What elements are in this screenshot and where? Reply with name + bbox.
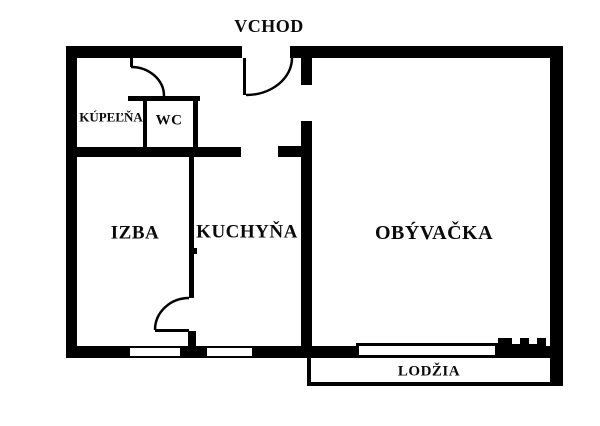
- entrance-door-arc: [245, 57, 294, 97]
- wall-loggia-right: [550, 358, 563, 386]
- room-label-wc: WC: [155, 112, 183, 129]
- window-kitchen: [207, 348, 252, 356]
- wall-right-exterior: [550, 46, 563, 358]
- wall-top-left-segment: [66, 46, 242, 58]
- wall-hall-bathroom-right: [278, 146, 304, 157]
- bathroom-door-leaf: [130, 58, 133, 67]
- wall-wc-left: [143, 101, 147, 147]
- wall-izba-kitchen-divider: [189, 157, 194, 298]
- balcony-door-notch-right: [529, 338, 537, 344]
- wall-loggia-left: [307, 358, 311, 386]
- room-label-loggia: LODŽIA: [397, 363, 461, 380]
- balcony-door-notch-left: [512, 338, 520, 344]
- divider-door-stop-notch: [192, 248, 197, 254]
- wall-wc-top: [128, 96, 200, 101]
- room-label-livingroom: OBÝVAČKA: [374, 222, 494, 244]
- izba-door-leaf: [155, 329, 189, 332]
- room-label-izba: IZBA: [110, 222, 160, 244]
- bathroom-door-arc: [130, 65, 166, 97]
- wall-izba-kitchen-divider-bottom-stub: [188, 331, 196, 346]
- izba-door-arc: [153, 296, 190, 331]
- wall-livingroom-west: [301, 121, 312, 346]
- wall-wc-right: [193, 101, 198, 147]
- wall-loggia-bottom: [307, 382, 563, 386]
- room-label-bathroom: KÚPEĽŇA: [79, 109, 143, 125]
- window-izba: [130, 348, 180, 356]
- balcony-door-sill: [498, 338, 546, 347]
- wall-top-right-segment: [290, 46, 562, 58]
- wall-left-exterior: [66, 46, 77, 358]
- entrance-door-leaf: [243, 58, 246, 95]
- wall-livingroom-west-stub: [301, 58, 312, 85]
- window-livingroom: [356, 343, 498, 358]
- wall-hall-bathroom-left: [73, 147, 241, 157]
- entrance-label: VCHOD: [234, 16, 304, 36]
- room-label-kitchen: KUCHYŇA: [196, 221, 298, 243]
